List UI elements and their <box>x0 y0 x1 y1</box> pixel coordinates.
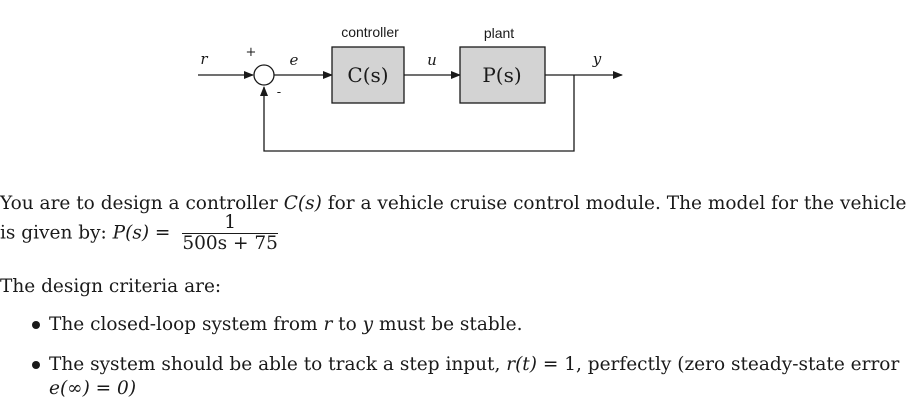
bullet-marker <box>32 361 40 369</box>
criterion-tracking-cont: e(∞) = 0) <box>49 378 137 399</box>
criterion-tracking: The system should be able to track a ste… <box>49 354 900 375</box>
criteria-heading: The design criteria are: <box>0 276 222 297</box>
plant-fraction: 1 500s + 75 <box>182 213 278 254</box>
plant-block <box>459 46 546 104</box>
plant-title: plant <box>484 25 514 41</box>
fraction-denominator: 500s + 75 <box>182 233 278 254</box>
intro-line-2: is given by: P(s) = 1 500s + 75 <box>0 212 278 254</box>
minus-sign: - <box>277 85 281 100</box>
summing-junction <box>253 64 275 86</box>
controller-title: controller <box>341 24 399 40</box>
fraction-numerator: 1 <box>182 213 278 234</box>
controller-block-label: C(s) <box>347 63 388 87</box>
bullet-marker <box>32 321 40 329</box>
signal-e-label: e <box>290 51 299 69</box>
criterion-stability: The closed-loop system from r to y must … <box>49 314 523 335</box>
intro-line-1: You are to design a controller C(s) for … <box>0 193 906 214</box>
plus-sign: + <box>246 45 257 60</box>
signal-u-label: u <box>427 51 437 69</box>
feedback-path <box>260 75 575 152</box>
plant-block-label: P(s) <box>482 63 521 87</box>
signal-y-label: y <box>592 50 602 68</box>
block-diagram: controller plant r + - e C(s) u P(s) y <box>198 24 623 152</box>
signal-r-label: r <box>200 50 208 68</box>
controller-block <box>331 46 405 104</box>
